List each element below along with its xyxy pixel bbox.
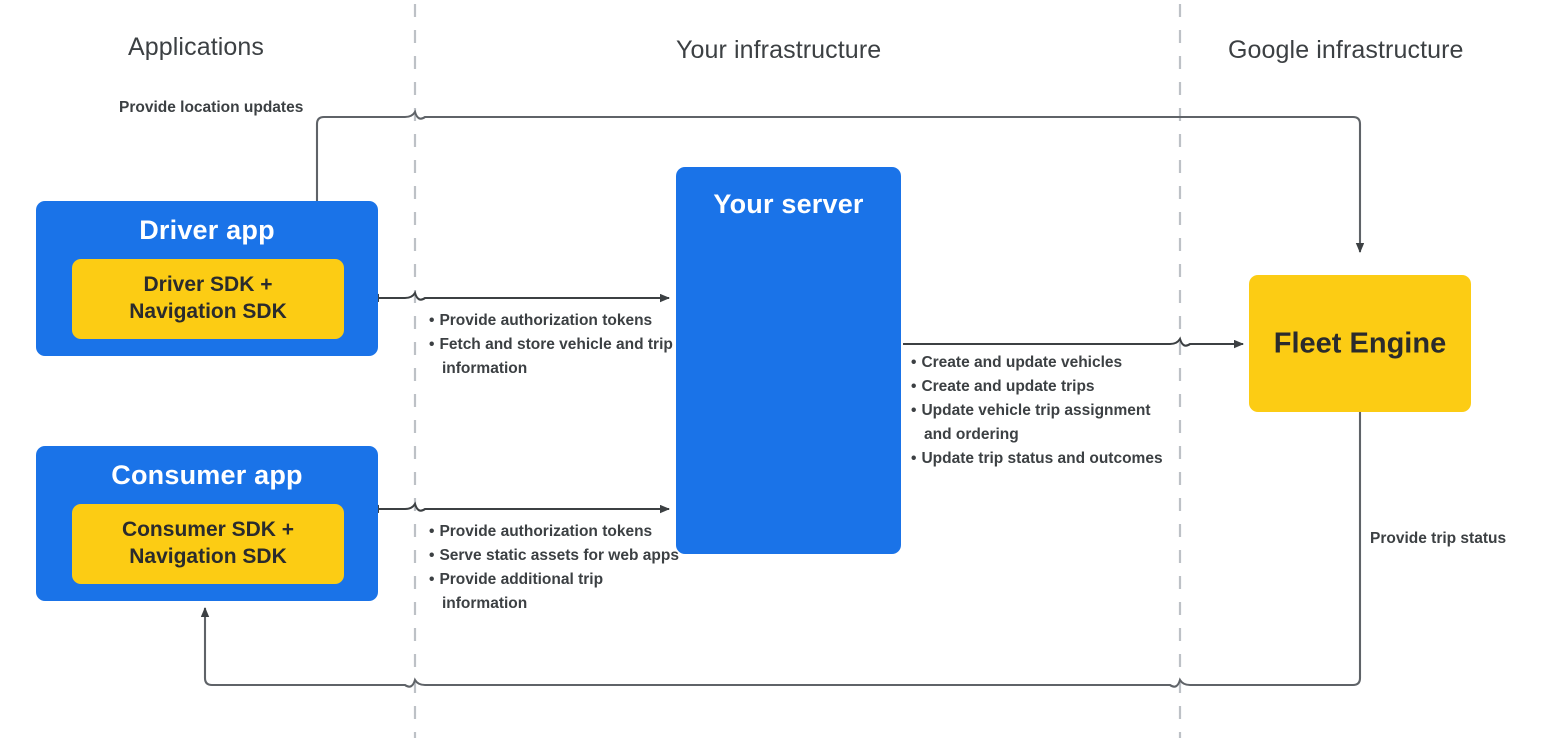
node-driver-sdk-box[interactable]: Driver SDK + Navigation SDK [72, 259, 344, 339]
driver-sdk-line-1: Driver SDK + [143, 273, 273, 297]
driver-sdk-line-2: Navigation SDK [129, 300, 287, 323]
node-driver-app-title: Driver app [139, 215, 275, 245]
node-consumer-app-title: Consumer app [111, 460, 303, 490]
node-fleet-engine[interactable]: Fleet Engine [1249, 275, 1471, 412]
edge-bullets-consumer-server: Provide authorization tokens Serve stati… [429, 520, 679, 616]
bullet-item: Provide additional trip information [429, 568, 679, 616]
consumer-sdk-line-1: Consumer SDK + [121, 518, 295, 542]
edge-bullets-server-fleet: Create and update vehicles Create and up… [911, 351, 1171, 471]
edge-label-trip-status: Provide trip status [1370, 530, 1507, 547]
bullet-item: Create and update trips [911, 375, 1171, 399]
edge-consumer-server [369, 501, 670, 514]
node-consumer-app[interactable]: Consumer app Consumer SDK + Navigation S… [36, 446, 378, 601]
zone-title-google-infrastructure: Google infrastructure [1228, 36, 1464, 64]
edge-label-location-updates: Provide location updates [119, 99, 304, 116]
edge-driver-server [369, 290, 670, 303]
node-your-server[interactable]: Your server [676, 167, 901, 554]
zone-title-applications: Applications [128, 33, 265, 61]
bullet-item: Provide authorization tokens [429, 520, 679, 544]
node-driver-app[interactable]: Driver app Driver SDK + Navigation SDK [36, 201, 378, 356]
bullet-item: Serve static assets for web apps [429, 544, 679, 568]
edge-server-fleet [903, 336, 1244, 349]
bullet-item: Create and update vehicles [911, 351, 1171, 375]
node-consumer-sdk-box[interactable]: Consumer SDK + Navigation SDK [72, 504, 344, 584]
node-your-server-title: Your server [713, 189, 864, 219]
zone-title-your-infrastructure: Your infrastructure [676, 36, 882, 64]
edge-bullets-driver-server: Provide authorization tokens Fetch and s… [429, 309, 679, 381]
bullet-item: Fetch and store vehicle and trip informa… [429, 333, 679, 381]
node-fleet-engine-title: Fleet Engine [1273, 327, 1447, 359]
bullet-item: Provide authorization tokens [429, 309, 679, 333]
consumer-sdk-line-2: Navigation SDK [129, 545, 287, 568]
bullet-item: Update trip status and outcomes [911, 447, 1171, 471]
bullet-item: Update vehicle trip assignment and order… [911, 399, 1171, 447]
